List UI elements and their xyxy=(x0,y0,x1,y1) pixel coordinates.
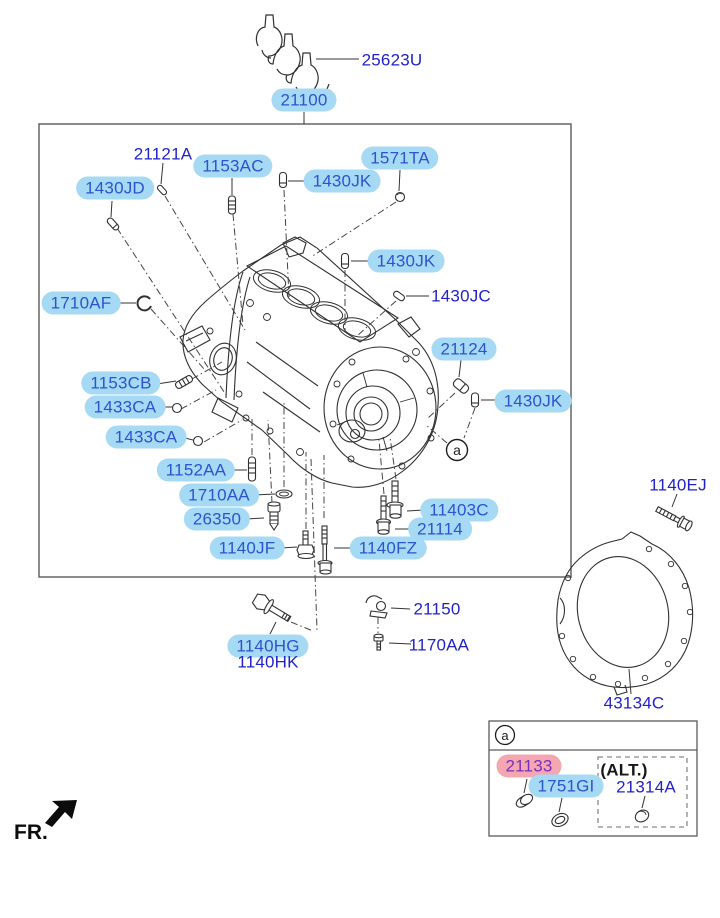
callout-21121a[interactable]: 21121A xyxy=(133,144,193,164)
pin-1430jc xyxy=(392,290,406,302)
cup-plug-21133 xyxy=(515,793,534,808)
ball-1571ta xyxy=(394,191,406,203)
pin-1430jk-2 xyxy=(340,252,350,270)
ball-1433ca-2 xyxy=(192,435,204,447)
callout-21100[interactable]: 21100 xyxy=(271,88,337,112)
callout-43134c[interactable]: 43134C xyxy=(603,693,665,713)
callout-1710af[interactable]: 1710AF xyxy=(41,291,121,315)
callout-1430jk-1[interactable]: 1430JK xyxy=(303,169,381,193)
cup-plug-21314a xyxy=(634,809,650,823)
main-frame-box xyxy=(38,123,572,578)
callout-1430jc[interactable]: 1430JC xyxy=(431,286,491,306)
stud-1153cb xyxy=(175,375,193,389)
callout-1140hk[interactable]: 1140HK xyxy=(237,652,299,672)
pin-21121a xyxy=(156,184,168,196)
bolt-1140jf xyxy=(296,530,315,560)
callout-1430jd[interactable]: 1430JD xyxy=(76,176,154,200)
bolt-1140fz xyxy=(317,525,333,575)
callout-1140hg[interactable]: 1140HG xyxy=(227,634,309,658)
o-ring-1751gi xyxy=(551,812,569,828)
callout-1153ac[interactable]: 1153AC xyxy=(193,154,273,178)
ring-1710af xyxy=(136,295,152,312)
callout-26350[interactable]: 26350 xyxy=(183,507,251,531)
callout-1152aa[interactable]: 1152AA xyxy=(156,458,236,482)
stud-1153ac xyxy=(227,195,237,215)
callout-1140ej[interactable]: 1140EJ xyxy=(649,475,707,495)
dash-leader-lines xyxy=(116,189,476,633)
callout-21150[interactable]: 21150 xyxy=(413,599,461,619)
pin-1430jd xyxy=(106,217,120,231)
bolt-1140hg xyxy=(251,593,292,623)
callout-1433ca-2[interactable]: 1433CA xyxy=(105,425,187,449)
bolt-1170aa xyxy=(373,633,384,651)
pin-1430jk-1 xyxy=(278,171,288,189)
svg-text:a: a xyxy=(453,442,461,458)
ball-1433ca-1 xyxy=(171,402,183,414)
alt-label: (ALT.) xyxy=(600,760,648,780)
bolt-1140ej xyxy=(655,505,693,532)
bolt-21114 xyxy=(375,495,392,535)
callout-1170aa[interactable]: 1170AA xyxy=(408,635,470,655)
callout-1571ta[interactable]: 1571TA xyxy=(361,146,439,170)
plug-26350 xyxy=(267,501,281,531)
engine-block-drawing xyxy=(179,236,439,488)
callout-21114[interactable]: 21114 xyxy=(408,517,472,541)
callout-1751gi[interactable]: 1751GI xyxy=(528,774,604,798)
ring-1710aa xyxy=(275,489,293,499)
callout-1153cb[interactable]: 1153CB xyxy=(81,371,161,395)
front-direction-label: FR. xyxy=(14,821,48,844)
pin-1430jk-3 xyxy=(470,392,480,408)
callout-1140jf[interactable]: 1140JF xyxy=(209,536,285,560)
callout-25623u[interactable]: 25623U xyxy=(361,50,423,70)
clamp-21150 xyxy=(365,595,388,619)
callout-21314a[interactable]: 21314A xyxy=(616,777,676,797)
callout-1430jk-2[interactable]: 1430JK xyxy=(367,249,445,273)
bolt-11403c xyxy=(386,480,404,519)
stud-1152aa xyxy=(247,456,257,482)
gasket-drawing xyxy=(556,531,694,696)
callout-21124[interactable]: 21124 xyxy=(431,337,497,361)
callout-1140fz[interactable]: 1140FZ xyxy=(349,536,427,560)
callout-1433ca-1[interactable]: 1433CA xyxy=(84,395,166,419)
plug-21124 xyxy=(452,378,470,394)
inset-marker-a: a xyxy=(494,724,516,746)
callout-1710aa[interactable]: 1710AA xyxy=(179,483,259,507)
callout-11403c[interactable]: 11403C xyxy=(420,498,498,522)
callout-1430jk-3[interactable]: 1430JK xyxy=(494,389,572,413)
svg-text:a: a xyxy=(501,728,509,743)
small-part-glyphs xyxy=(106,171,693,828)
front-direction-arrow xyxy=(45,800,77,827)
detail-marker-a[interactable]: a xyxy=(445,438,469,462)
callout-21133[interactable]: 21133 xyxy=(496,754,562,778)
